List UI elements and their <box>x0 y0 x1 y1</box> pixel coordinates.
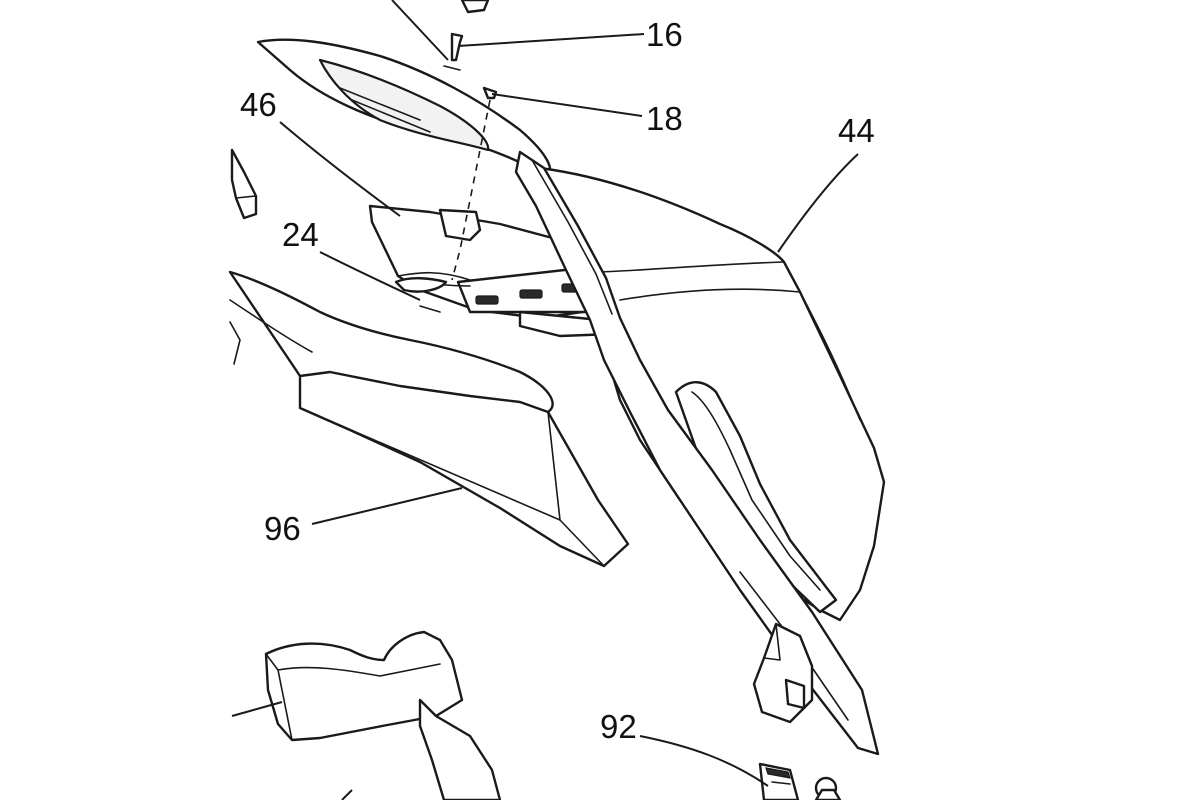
leader-18 <box>491 93 643 117</box>
screw-16 <box>443 32 464 71</box>
screw-18 <box>482 86 498 100</box>
label-92: 92 <box>600 708 637 745</box>
rail-bar <box>514 150 880 756</box>
body-shell-44 <box>538 166 886 622</box>
label-96: 96 <box>264 510 301 547</box>
label-24: 24 <box>282 216 319 253</box>
assembly-axis-line <box>451 99 491 281</box>
leader-left <box>231 701 283 717</box>
label-46: 46 <box>240 86 277 123</box>
clip-92 <box>758 762 842 800</box>
lower-left-block <box>264 630 502 800</box>
leader-96 <box>311 487 463 525</box>
leader-16 <box>457 33 645 47</box>
leader-24 <box>319 251 421 301</box>
leader-46 <box>279 121 401 217</box>
leader-92 <box>639 735 769 787</box>
label-18: 18 <box>646 100 683 137</box>
part-24-pin <box>394 277 448 313</box>
leader-bottom <box>341 789 353 800</box>
end-clip-bracket <box>752 622 814 724</box>
seat-pad-96 <box>228 270 630 568</box>
leader-lines <box>231 0 859 800</box>
edge-fragment-upper <box>230 148 258 220</box>
top-edge-fragment <box>460 0 490 14</box>
label-44: 44 <box>838 112 875 149</box>
leader-44 <box>777 153 859 253</box>
leader-top <box>391 0 449 61</box>
lid-46 <box>256 38 552 178</box>
label-16: 16 <box>646 16 683 53</box>
